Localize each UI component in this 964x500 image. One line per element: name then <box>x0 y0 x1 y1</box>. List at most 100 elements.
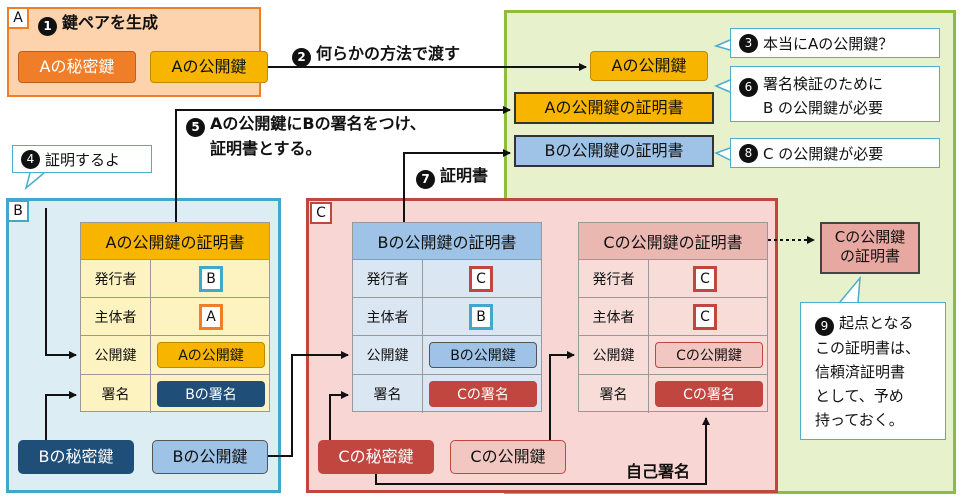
cert-b-issuer-label: 発行者 <box>353 260 423 297</box>
cert-a-issuer-value: B <box>199 266 223 292</box>
step-6-line2: B の公開鍵が必要 <box>763 99 884 117</box>
received-a-public-key: Aの公開鍵 <box>590 51 708 81</box>
step-3-bubble: 3 本当にAの公開鍵？ <box>730 28 940 58</box>
c-cert-external-line1: Cの公開鍵 <box>834 228 906 246</box>
step-5-line1: Aの公開鍵にBの署名をつけ、 <box>210 114 426 133</box>
step-4-number: 4 <box>21 149 40 169</box>
cert-c-signature-value: Cの署名 <box>655 381 763 407</box>
tail-step-6 <box>714 79 731 93</box>
cert-b-row-subject: 主体者 B <box>353 297 541 335</box>
step-4-text: 証明するよ <box>45 150 121 169</box>
cert-a-title: Aの公開鍵の証明書 <box>81 223 269 259</box>
step-4-bubble: 4 証明するよ <box>12 145 152 173</box>
step-9-line1: 起点となる <box>839 314 914 332</box>
self-sign-label: 自己署名 <box>626 462 691 481</box>
step-1-number: 1 <box>38 16 57 36</box>
cert-b-subject-value: B <box>469 304 493 330</box>
cert-a-pubkey-value: Aの公開鍵 <box>157 342 265 368</box>
step-7-number: 7 <box>416 169 435 189</box>
tail-step-8 <box>714 147 731 161</box>
b-public-key: Bの公開鍵 <box>152 440 268 474</box>
cert-b-row-signature: 署名 Cの署名 <box>353 374 541 413</box>
tail-step-4 <box>24 172 45 191</box>
cert-b-pubkey-label: 公開鍵 <box>353 336 423 374</box>
received-b-cert: Bの公開鍵の証明書 <box>514 135 714 167</box>
step-6-line1: 署名検証のために <box>763 75 884 93</box>
step-5-line2: 証明書とする。 <box>210 138 322 158</box>
step-5: 5 Aの公開鍵にBの署名をつけ、 証明書とする。 <box>186 112 426 161</box>
arrow-b-private-to-sign <box>45 391 77 440</box>
cert-a: Aの公開鍵の証明書 発行者 B 主体者 A 公開鍵 Aの公開鍵 署名 Bの署名 <box>80 222 270 413</box>
step-2-text: 何らかの方法で渡す <box>316 44 461 63</box>
cert-c: Cの公開鍵の証明書 発行者 C 主体者 C 公開鍵 Cの公開鍵 署名 Cの署名 <box>578 222 768 413</box>
cert-c-subject-value: C <box>693 304 717 330</box>
cert-b-signature-label: 署名 <box>353 375 423 413</box>
panel-c-label: C <box>310 202 332 224</box>
cert-a-row-subject: 主体者 A <box>81 297 269 335</box>
step-3-text: 本当にAの公開鍵？ <box>763 34 894 53</box>
a-private-key: Aの秘密鍵 <box>18 51 136 83</box>
cert-b-signature-value: Cの署名 <box>429 381 537 407</box>
b-private-key: Bの秘密鍵 <box>18 440 134 474</box>
cert-b: Bの公開鍵の証明書 発行者 C 主体者 B 公開鍵 Bの公開鍵 署名 Cの署名 <box>352 222 542 413</box>
step-2-number: 2 <box>292 47 311 67</box>
cert-a-subject-value: A <box>199 304 223 330</box>
cert-a-signature-label: 署名 <box>81 375 151 413</box>
cert-a-issuer-label: 発行者 <box>81 260 151 297</box>
step-9-line5: 持っておく。 <box>815 410 904 429</box>
cert-c-pubkey-value: Cの公開鍵 <box>655 342 763 368</box>
cert-c-pubkey-label: 公開鍵 <box>579 336 649 374</box>
cert-c-row-subject: 主体者 C <box>579 297 767 335</box>
c-public-key: Cの公開鍵 <box>450 440 566 474</box>
cert-a-signature-value: Bの署名 <box>157 381 265 407</box>
step-9-line2: この証明書は、 <box>815 338 921 357</box>
step-9-number: 9 <box>815 316 834 336</box>
cert-b-subject-label: 主体者 <box>353 298 423 335</box>
tail-step-9 <box>839 275 861 303</box>
cert-b-row-issuer: 発行者 C <box>353 259 541 297</box>
step-1-text: 鍵ペアを生成 <box>62 13 159 32</box>
step-2: 2 何らかの方法で渡す <box>292 40 460 67</box>
cert-c-row-issuer: 発行者 C <box>579 259 767 297</box>
cert-b-pubkey-value: Bの公開鍵 <box>429 342 537 368</box>
step-8-text: C の公開鍵が必要 <box>763 144 884 163</box>
c-cert-external-line2: の証明書 <box>839 246 900 265</box>
cert-c-issuer-value: C <box>693 266 717 292</box>
step-3-number: 3 <box>739 33 758 53</box>
cert-a-row-issuer: 発行者 B <box>81 259 269 297</box>
cert-b-row-pubkey: 公開鍵 Bの公開鍵 <box>353 335 541 374</box>
step-9-line4: として、予め <box>815 386 904 405</box>
arrow-self-sign <box>375 417 710 485</box>
c-cert-external: Cの公開鍵 の証明書 <box>820 222 920 274</box>
arrow-cert-b-to-green <box>403 149 511 222</box>
cert-c-title: Cの公開鍵の証明書 <box>579 223 767 259</box>
cert-c-issuer-label: 発行者 <box>579 260 649 297</box>
cert-a-row-signature: 署名 Bの署名 <box>81 374 269 413</box>
received-a-cert: Aの公開鍵の証明書 <box>514 92 714 124</box>
panel-a-label: A <box>7 7 29 29</box>
cert-a-pubkey-label: 公開鍵 <box>81 336 151 374</box>
arrow-c-public-to-cert-c <box>549 351 575 440</box>
cert-c-signature-label: 署名 <box>579 375 649 413</box>
arrow-cert-a-to-green <box>175 106 511 222</box>
arrow-b-to-cert-a <box>45 208 77 359</box>
arrow-b-public-to-cert-b <box>268 351 349 457</box>
step-1: 1 鍵ペアを生成 <box>38 9 158 36</box>
cert-a-row-pubkey: 公開鍵 Aの公開鍵 <box>81 335 269 374</box>
step-9-line3: 信頼済証明書 <box>815 362 906 381</box>
cert-c-row-pubkey: 公開鍵 Cの公開鍵 <box>579 335 767 374</box>
cert-c-subject-label: 主体者 <box>579 298 649 335</box>
step-5-number: 5 <box>186 117 205 137</box>
panel-b-label: B <box>7 200 29 222</box>
cert-b-title: Bの公開鍵の証明書 <box>353 223 541 259</box>
c-private-key: Cの秘密鍵 <box>318 440 434 474</box>
step-9-bubble: 9 起点となる この証明書は、 信頼済証明書 として、予め 持っておく。 <box>800 302 946 440</box>
tail-step-3 <box>713 39 731 51</box>
a-public-key: Aの公開鍵 <box>150 51 268 83</box>
arrow-c-private-to-sign <box>329 391 349 440</box>
cert-b-issuer-value: C <box>469 266 493 292</box>
